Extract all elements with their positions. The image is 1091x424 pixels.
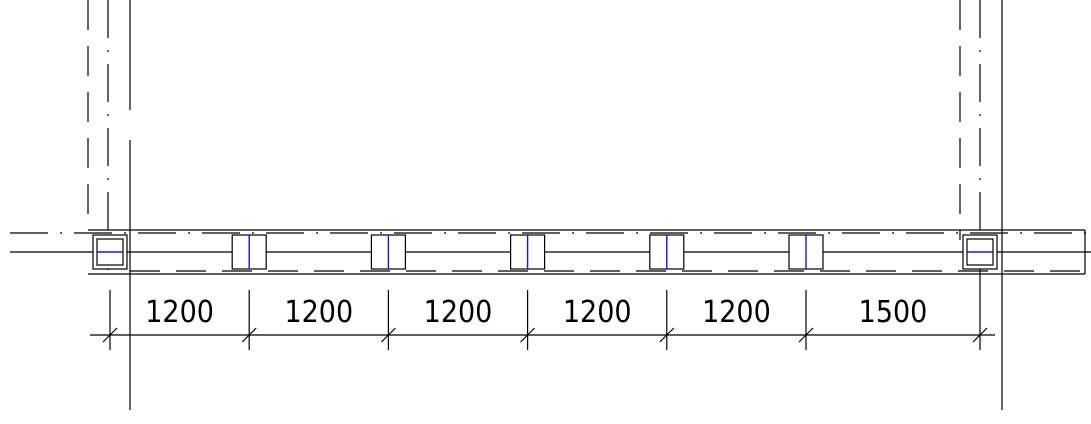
dimension-label-2: 1200 xyxy=(284,295,353,330)
dimension-tick xyxy=(798,327,814,343)
left-column-lines xyxy=(87,0,131,410)
post-5 xyxy=(649,234,685,270)
post-2 xyxy=(231,234,267,270)
dimension-label-4: 1200 xyxy=(563,295,632,330)
posts-group xyxy=(92,234,998,270)
post-1 xyxy=(92,234,128,270)
post-3 xyxy=(370,234,406,270)
dimension-tick xyxy=(972,327,988,343)
right-column-lines xyxy=(959,0,1003,410)
post-4 xyxy=(510,234,546,270)
dimension-label-1: 1200 xyxy=(145,295,214,330)
post-6 xyxy=(788,234,824,270)
dimension-tick xyxy=(380,327,396,343)
post-7 xyxy=(962,234,998,270)
dimension-tick xyxy=(102,327,118,343)
dimension-tick xyxy=(659,327,675,343)
dimension-labels-group: 1200 1200 1200 1200 1200 1500 xyxy=(102,290,988,350)
beam-lines xyxy=(10,229,1091,275)
dimension-tick xyxy=(241,327,257,343)
dimension-label-6: 1500 xyxy=(859,295,928,330)
dimension-label-5: 1200 xyxy=(702,295,771,330)
dimension-tick xyxy=(520,327,536,343)
dimension-label-3: 1200 xyxy=(424,295,493,330)
